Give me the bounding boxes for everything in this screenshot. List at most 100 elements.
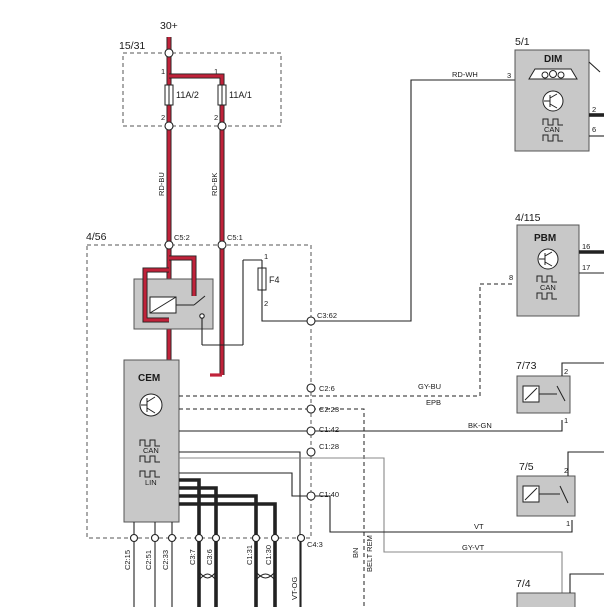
- node-c251: [150, 533, 160, 543]
- cem-lin-label: LIN: [145, 478, 157, 487]
- pin-c223-label: C2:23: [319, 405, 339, 414]
- dim-can-label: CAN: [544, 125, 560, 134]
- sw773-id: 7/73: [516, 360, 537, 372]
- fusebox-id: 15/31: [119, 40, 145, 52]
- pbm-transistor-icon: [537, 248, 559, 270]
- pin-c36-label: C3:6: [205, 549, 214, 565]
- node-c233: [167, 533, 177, 543]
- dim-title: DIM: [544, 54, 562, 65]
- wire-gy-bu-label: GY-BU: [418, 382, 441, 391]
- fusebox-node-out-b: [217, 121, 227, 131]
- fuse-b-pin-bottom: 2: [214, 113, 218, 122]
- wire-epb-label: EPB: [426, 398, 441, 407]
- sw75-id: 7/5: [519, 461, 534, 473]
- node-c37: [194, 533, 204, 543]
- cem-title: CEM: [138, 373, 160, 384]
- node-c215: [129, 533, 139, 543]
- twisted-pair-icon: [255, 571, 276, 581]
- pbm-can-icon: [536, 275, 557, 300]
- cem-lin-icon: [139, 470, 160, 478]
- wire-rd-bk-label: RD-BK: [210, 173, 219, 196]
- wire-rd-bu-label: RD-BU: [157, 172, 166, 196]
- node-c140: [306, 491, 316, 501]
- pbm-pin-16: 16: [582, 242, 590, 251]
- fuse-b-label: 11A/1: [229, 90, 252, 100]
- sw773-sensor-icon: [522, 385, 566, 403]
- cem-output-wires: [179, 283, 573, 607]
- pin-c26-label: C2:6: [319, 384, 335, 393]
- pin-c130-label: C1:30: [264, 545, 273, 565]
- cem-block-outline: [86, 244, 312, 539]
- wire-vt-og-label: VT-OG: [290, 576, 299, 600]
- node-c52: [164, 240, 174, 250]
- fuse-f4-pin1: 1: [264, 252, 268, 261]
- twisted-pair-icon: [198, 571, 217, 581]
- wire-belt-rem-label: BELT REM: [365, 535, 374, 572]
- sw75-wire-out: [567, 451, 604, 476]
- dim-pin-3: 3: [507, 71, 511, 80]
- node-c26: [306, 383, 316, 393]
- pbm-pin-17: 17: [582, 263, 590, 272]
- pin-c131-label: C1:31: [245, 545, 254, 565]
- wire-bn-label: BN: [351, 548, 360, 558]
- fuse-a-pin-bottom: 2: [161, 113, 165, 122]
- instrument-cluster-icon: [528, 68, 578, 80]
- wire-rd-wh: [315, 79, 515, 322]
- dim-wire-out-3: [588, 61, 601, 73]
- sw773-pin2: 2: [564, 367, 568, 376]
- pin-c37-label: C3:7: [188, 549, 197, 565]
- fuse-f4-pin2: 2: [264, 299, 268, 308]
- pin-c43-label: C4:3: [307, 540, 323, 549]
- wire-gy-vt-label: GY-VT: [462, 543, 485, 552]
- cem-transistor-icon: [139, 393, 163, 417]
- sw74-module: [516, 592, 576, 607]
- wire-vt-label: VT: [474, 522, 484, 531]
- node-c51: [217, 240, 227, 250]
- fuse-a-label: 11A/2: [176, 90, 199, 100]
- dim-can-icon: [542, 118, 563, 142]
- cem-can-label: CAN: [143, 446, 159, 455]
- fuse-11a2: [164, 84, 174, 106]
- sw74-id: 7/4: [516, 578, 531, 590]
- sw75-pin1: 1: [566, 519, 570, 528]
- sw74-wire-out: [569, 573, 604, 593]
- dim-pin-2: 2: [592, 105, 596, 114]
- fusebox-node-supply: [164, 48, 174, 58]
- pin-c251-label: C2:51: [144, 550, 153, 570]
- sw773-pin1: 1: [564, 416, 568, 425]
- fuse-a-pin-top: 1: [161, 67, 165, 76]
- pin-c215-label: C2:15: [123, 550, 132, 570]
- supply-label: 30+: [160, 20, 178, 32]
- pbm-title: PBM: [534, 233, 556, 244]
- pin-c140-label: C1:40: [319, 490, 339, 499]
- node-c142: [306, 426, 316, 436]
- sw75-sensor-icon: [522, 485, 569, 504]
- fusebox-node-out-a: [164, 121, 174, 131]
- node-c362: [306, 316, 316, 326]
- fuse-f4: [257, 260, 311, 322]
- cem-block-id: 4/56: [86, 231, 107, 243]
- sw75-pin2: 2: [564, 466, 568, 475]
- pin-c52-label: C5:2: [174, 233, 190, 242]
- pin-c142-label: C1:42: [319, 425, 339, 434]
- node-c130: [270, 533, 280, 543]
- wire-bk-gn-label: BK-GN: [468, 421, 492, 430]
- pbm-pin-8: 8: [509, 273, 513, 282]
- sw773-wire-out: [561, 362, 604, 376]
- pin-c362-label: C3:62: [317, 311, 337, 320]
- fuse-f4-label: F4: [269, 275, 280, 285]
- cem-can-icon: [139, 439, 160, 463]
- pin-c233-label: C2:33: [161, 550, 170, 570]
- pbm-id: 4/115: [515, 212, 541, 224]
- node-c36: [211, 533, 221, 543]
- node-c131: [251, 533, 261, 543]
- fuse-b-pin-top: 1: [214, 67, 218, 76]
- fusebox-outline: [122, 52, 282, 127]
- dim-pin-6: 6: [592, 125, 596, 134]
- node-c223: [306, 404, 316, 414]
- dim-transistor-icon: [542, 90, 564, 112]
- wire-rd-wh-label: RD-WH: [452, 70, 478, 79]
- pbm-module: [516, 224, 580, 317]
